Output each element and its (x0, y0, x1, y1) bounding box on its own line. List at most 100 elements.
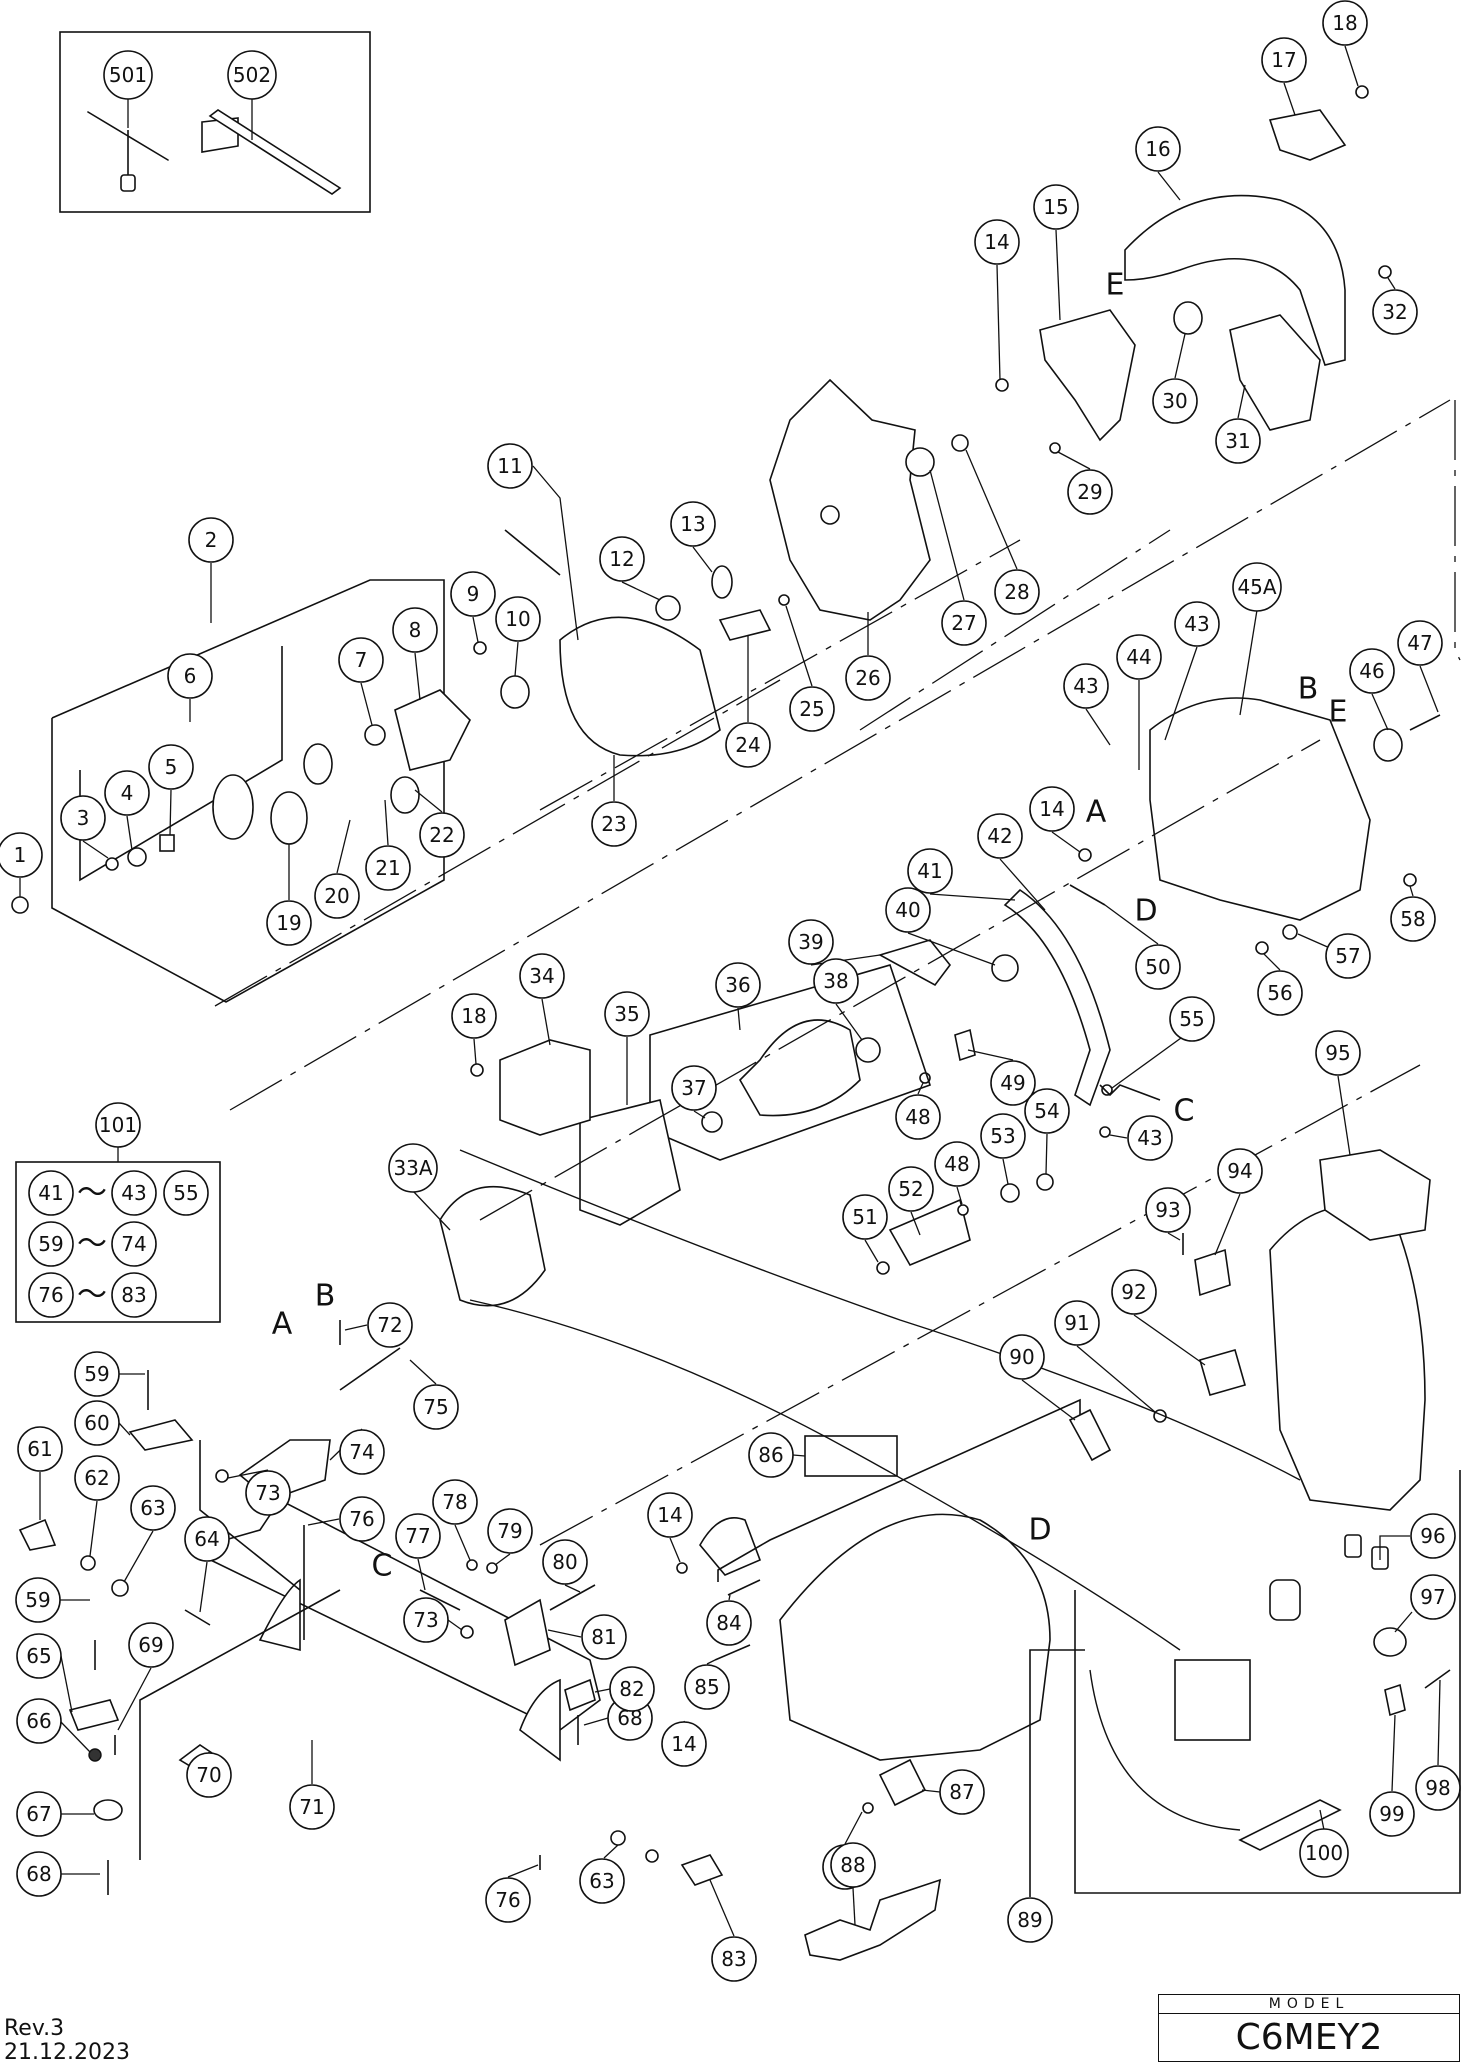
callout-501[interactable]: 501 (103, 50, 153, 100)
callout-48[interactable]: 48 (895, 1094, 941, 1140)
callout-89[interactable]: 89 (1007, 1897, 1053, 1943)
callout-5[interactable]: 5 (148, 744, 194, 790)
callout-70[interactable]: 70 (186, 1752, 232, 1798)
callout-502[interactable]: 502 (227, 50, 277, 100)
callout-62[interactable]: 62 (74, 1455, 120, 1501)
callout-100[interactable]: 100 (1299, 1828, 1349, 1878)
callout-80[interactable]: 80 (542, 1539, 588, 1585)
kit-range-1-to[interactable]: 43 (111, 1170, 157, 1216)
callout-15[interactable]: 15 (1033, 184, 1079, 230)
callout-65[interactable]: 65 (16, 1633, 62, 1679)
callout-39[interactable]: 39 (788, 919, 834, 965)
callout-42[interactable]: 42 (977, 813, 1023, 859)
callout-40[interactable]: 40 (885, 887, 931, 933)
callout-74[interactable]: 74 (339, 1429, 385, 1475)
callout-73[interactable]: 73 (403, 1597, 449, 1643)
callout-24[interactable]: 24 (725, 722, 771, 768)
callout-35[interactable]: 35 (604, 991, 650, 1037)
callout-26[interactable]: 26 (845, 655, 891, 701)
callout-29[interactable]: 29 (1067, 469, 1113, 515)
callout-88[interactable]: 88 (830, 1842, 876, 1888)
callout-96[interactable]: 96 (1410, 1513, 1456, 1559)
callout-82[interactable]: 82 (609, 1666, 655, 1712)
callout-21[interactable]: 21 (365, 845, 411, 891)
callout-27[interactable]: 27 (941, 600, 987, 646)
callout-48[interactable]: 48 (934, 1141, 980, 1187)
kit-range-1-from[interactable]: 41 (28, 1170, 74, 1216)
callout-45A[interactable]: 45A (1232, 562, 1282, 612)
callout-16[interactable]: 16 (1135, 126, 1181, 172)
callout-13[interactable]: 13 (670, 501, 716, 547)
callout-83[interactable]: 83 (711, 1936, 757, 1982)
callout-3[interactable]: 3 (60, 795, 106, 841)
callout-81[interactable]: 81 (581, 1614, 627, 1660)
callout-99[interactable]: 99 (1369, 1791, 1415, 1837)
callout-87[interactable]: 87 (939, 1769, 985, 1815)
callout-75[interactable]: 75 (413, 1384, 459, 1430)
callout-37[interactable]: 37 (671, 1065, 717, 1111)
callout-23[interactable]: 23 (591, 801, 637, 847)
callout-55[interactable]: 55 (1169, 996, 1215, 1042)
kit-range-3-to[interactable]: 83 (111, 1272, 157, 1318)
callout-46[interactable]: 46 (1349, 648, 1395, 694)
callout-9[interactable]: 9 (450, 571, 496, 617)
callout-8[interactable]: 8 (392, 607, 438, 653)
callout-14[interactable]: 14 (974, 219, 1020, 265)
callout-28[interactable]: 28 (994, 569, 1040, 615)
callout-2[interactable]: 2 (188, 517, 234, 563)
callout-50[interactable]: 50 (1135, 944, 1181, 990)
callout-56[interactable]: 56 (1257, 970, 1303, 1016)
callout-76[interactable]: 76 (485, 1877, 531, 1923)
kit-range-3-from[interactable]: 76 (28, 1272, 74, 1318)
callout-32[interactable]: 32 (1372, 289, 1418, 335)
callout-43[interactable]: 43 (1063, 663, 1109, 709)
callout-36[interactable]: 36 (715, 962, 761, 1008)
callout-58[interactable]: 58 (1390, 896, 1436, 942)
callout-84[interactable]: 84 (706, 1600, 752, 1646)
callout-43[interactable]: 43 (1127, 1115, 1173, 1161)
callout-68[interactable]: 68 (16, 1851, 62, 1897)
callout-33A[interactable]: 33A (388, 1143, 438, 1193)
callout-10[interactable]: 10 (495, 596, 541, 642)
callout-57[interactable]: 57 (1325, 933, 1371, 979)
callout-14[interactable]: 14 (1029, 786, 1075, 832)
callout-71[interactable]: 71 (289, 1784, 335, 1830)
callout-19[interactable]: 19 (266, 900, 312, 946)
callout-4[interactable]: 4 (104, 770, 150, 816)
callout-63[interactable]: 63 (130, 1485, 176, 1531)
callout-101[interactable]: 101 (95, 1102, 141, 1148)
callout-11[interactable]: 11 (487, 443, 533, 489)
callout-69[interactable]: 69 (128, 1622, 174, 1668)
callout-51[interactable]: 51 (842, 1194, 888, 1240)
callout-14[interactable]: 14 (647, 1492, 693, 1538)
callout-95[interactable]: 95 (1315, 1030, 1361, 1076)
callout-67[interactable]: 67 (16, 1791, 62, 1837)
callout-61[interactable]: 61 (17, 1426, 63, 1472)
callout-59[interactable]: 59 (74, 1351, 120, 1397)
callout-25[interactable]: 25 (789, 686, 835, 732)
callout-7[interactable]: 7 (338, 637, 384, 683)
callout-97[interactable]: 97 (1410, 1574, 1456, 1620)
callout-53[interactable]: 53 (980, 1113, 1026, 1159)
callout-54[interactable]: 54 (1024, 1088, 1070, 1134)
kit-range-1-extra[interactable]: 55 (163, 1170, 209, 1216)
callout-31[interactable]: 31 (1215, 418, 1261, 464)
callout-18[interactable]: 18 (451, 993, 497, 1039)
callout-66[interactable]: 66 (16, 1698, 62, 1744)
callout-72[interactable]: 72 (367, 1302, 413, 1348)
callout-91[interactable]: 91 (1054, 1300, 1100, 1346)
callout-6[interactable]: 6 (167, 653, 213, 699)
callout-38[interactable]: 38 (813, 958, 859, 1004)
callout-41[interactable]: 41 (907, 848, 953, 894)
callout-14[interactable]: 14 (661, 1721, 707, 1767)
callout-60[interactable]: 60 (74, 1400, 120, 1446)
callout-59[interactable]: 59 (15, 1577, 61, 1623)
callout-90[interactable]: 90 (999, 1334, 1045, 1380)
callout-92[interactable]: 92 (1111, 1269, 1157, 1315)
kit-range-2-from[interactable]: 59 (28, 1221, 74, 1267)
callout-85[interactable]: 85 (684, 1664, 730, 1710)
callout-18[interactable]: 18 (1322, 0, 1368, 46)
callout-43[interactable]: 43 (1174, 601, 1220, 647)
callout-30[interactable]: 30 (1152, 378, 1198, 424)
callout-76[interactable]: 76 (339, 1496, 385, 1542)
